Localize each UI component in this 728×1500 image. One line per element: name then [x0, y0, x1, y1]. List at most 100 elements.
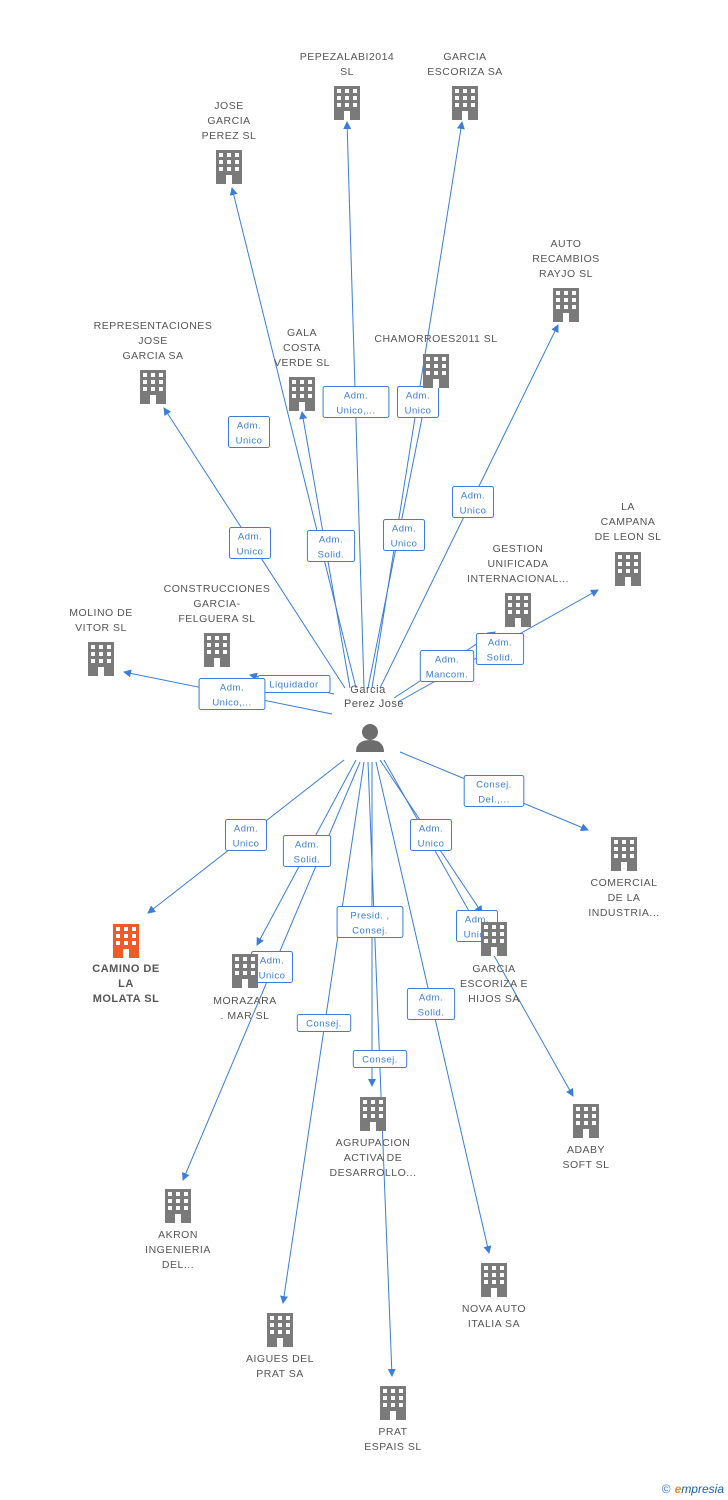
edge-label-box	[228, 416, 270, 448]
edge-label-agrupacion[interactable]: Presid. ,Consej.	[336, 906, 404, 938]
edge-label-box	[306, 530, 356, 562]
edge-label-text: Unico	[237, 547, 264, 558]
edge-label-text: Adm.	[237, 421, 261, 432]
company-name-line: CAMINO DE	[92, 963, 159, 975]
edge-label-box	[463, 775, 525, 807]
company-name-line: COMERCIAL	[591, 877, 658, 889]
building-icon	[481, 922, 507, 956]
brand-logo-initial: e	[674, 1482, 682, 1496]
edge-label-text: Adm.	[295, 840, 319, 851]
edge-label-text: Unico	[418, 839, 445, 850]
building-icon	[573, 1104, 599, 1138]
company-name-line: GARCIA	[472, 963, 515, 975]
building-icon	[334, 86, 360, 120]
edge-label-jose[interactable]: Adm.Unico	[228, 416, 270, 448]
edge-label-garcia-escoriza[interactable]: Adm.Unico	[383, 519, 425, 551]
company-name-line: GESTION	[493, 543, 544, 555]
company-name-line: GARCIA SA	[122, 350, 183, 362]
company-node-chamorroes[interactable]: CHAMORROES2011 SL	[374, 333, 497, 388]
building-icon	[615, 552, 641, 586]
company-name-line: JOSE	[214, 100, 243, 112]
edge-label-representaciones[interactable]: Adm.Unico	[229, 527, 271, 559]
edge-line-aigues	[280, 761, 365, 1304]
edge-label-box	[397, 386, 439, 418]
edge-label-text: Solid.	[418, 1008, 445, 1019]
building-icon	[216, 150, 242, 184]
company-name-line: CONSTRUCCIONES	[164, 583, 271, 595]
edge-label-box	[410, 819, 452, 851]
company-name-line: UNIFICADA	[487, 558, 548, 570]
company-name-line: DESARROLLO...	[329, 1167, 416, 1179]
edge-label-text: Adm.	[419, 993, 443, 1004]
person-name-line-1: Garcia	[350, 684, 386, 696]
edge-label-garcia-hijos[interactable]: Adm. Unico	[410, 819, 452, 851]
edge-label-nova[interactable]: Adm. Solid.	[406, 988, 456, 1020]
edge-label-text: Solid.	[318, 550, 345, 561]
edge-label-text: Adm.	[465, 915, 489, 926]
company-name-line: DEL...	[162, 1259, 194, 1271]
edge-label-construcciones[interactable]: Liquidador	[257, 675, 331, 693]
edge-label-text: Unico	[405, 406, 432, 417]
edge-label-auto-recambios[interactable]: Adm.Unico	[452, 486, 494, 518]
edge-label-text: Adm.	[260, 956, 284, 967]
company-name-line: VERDE SL	[274, 357, 330, 369]
edge-label-text: Adm.	[234, 824, 258, 835]
company-node-gestion-unificada[interactable]: GESTIONUNIFICADAINTERNACIONAL...	[467, 543, 569, 627]
edge-label-box	[198, 678, 266, 710]
edge-label-aigues[interactable]: Consej.	[296, 1014, 352, 1032]
edge-label-la-campana[interactable]: Adm.Solid.	[475, 633, 525, 665]
company-name-line: GARCIA	[443, 51, 486, 63]
edge-label-text: Adm.	[419, 824, 443, 835]
edge-label-pepezalabi[interactable]: Adm.Unico,...	[322, 386, 390, 418]
edge-label-box	[352, 1050, 408, 1068]
building-icon	[140, 370, 166, 404]
footer-brand: ©empresia	[662, 1482, 724, 1496]
building-icon	[481, 1263, 507, 1297]
edge-label-box	[225, 819, 267, 851]
person-node[interactable]: Garcia Perez Jose	[344, 684, 404, 752]
edge-label-box	[452, 486, 494, 518]
edge-label-akron[interactable]: Adm.Solid.	[282, 835, 332, 867]
company-name-line: AIGUES DEL	[246, 1353, 314, 1365]
edge-label-text: Unico	[464, 930, 491, 941]
edge-label-text: Liquidador	[269, 680, 318, 691]
edge-label-molino[interactable]: Adm.Unico,...	[198, 678, 266, 710]
company-name-line: CAMPANA	[601, 516, 656, 528]
edge-label-chamorroes[interactable]: Adm. Unico	[397, 386, 439, 418]
company-name-line: ADABY	[567, 1144, 605, 1156]
company-node-akron[interactable]: AKRONINGENIERIADEL...	[145, 1189, 211, 1271]
building-icon	[380, 1386, 406, 1420]
building-icon	[505, 593, 531, 627]
company-name-line: SL	[340, 66, 354, 78]
edge-label-camino[interactable]: Adm.Unico	[225, 819, 267, 851]
edge-label-comercial[interactable]: Consej.Del.,...	[463, 775, 525, 807]
company-node-morazara[interactable]: MORAZARA. MAR SL	[213, 954, 277, 1022]
edge-label-prat[interactable]: Consej.	[352, 1050, 408, 1068]
company-name-line: ESCORIZA E	[460, 978, 528, 990]
edge-label-gestion[interactable]: Adm.Mancom.	[419, 650, 475, 682]
edge-label-text: Adm.	[344, 391, 368, 402]
company-name-line: GARCIA	[207, 115, 250, 127]
edge-label-gala[interactable]: Adm.Solid.	[306, 530, 356, 562]
company-name-line: FELGUERA SL	[178, 613, 255, 625]
building-icon	[88, 642, 114, 676]
edge-label-text: Adm.	[406, 391, 430, 402]
edge-label-box	[322, 386, 390, 418]
